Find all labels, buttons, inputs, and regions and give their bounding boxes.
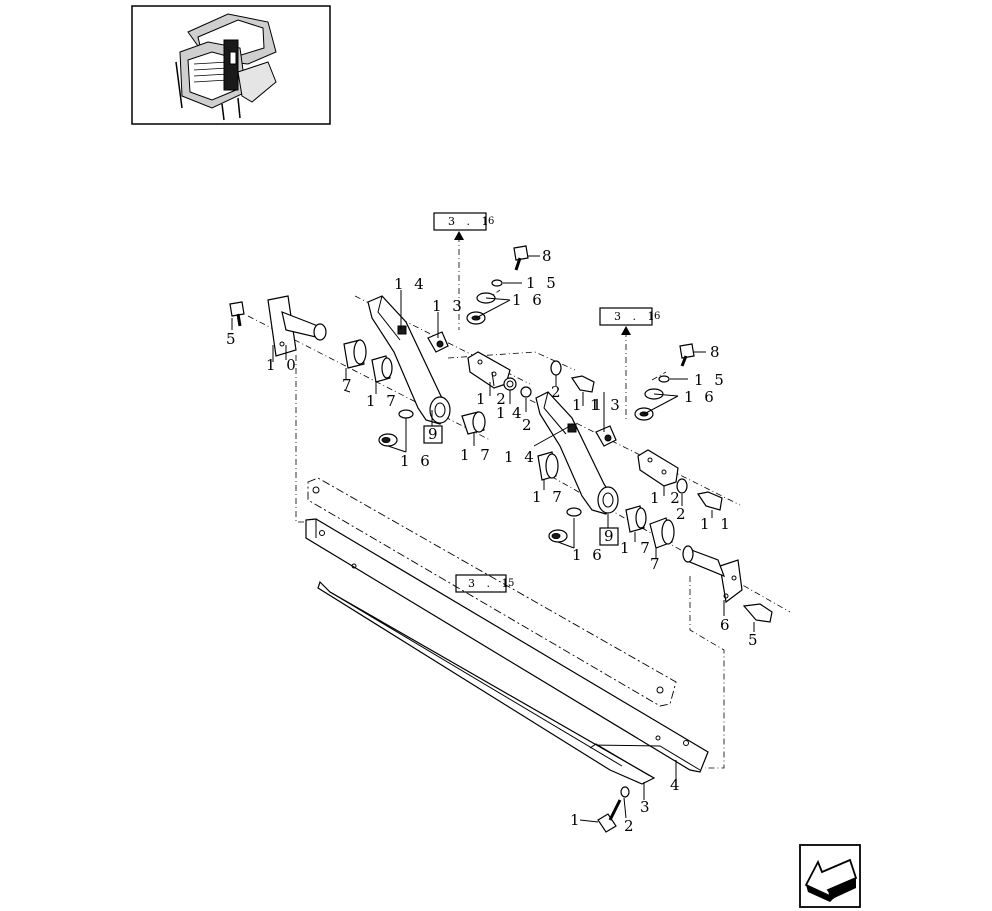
callout-4-bar: 4: [670, 776, 683, 794]
callout-5-left: 5: [226, 330, 239, 348]
main-bar[interactable]: [305, 518, 709, 773]
callout-14-right: 1 4: [504, 448, 537, 466]
callout-12-right: 1 2: [650, 489, 683, 507]
callout-8-top: 8: [542, 247, 555, 265]
bolt-right-11[interactable]: [697, 491, 723, 511]
callout-numbers: 1 4 1 3 8 1 5 1 6 5 1 0 7 1 7 1 6 1 7 1 …: [226, 247, 761, 835]
callout-1-center: 1: [496, 404, 509, 422]
reference-box-3-16-top[interactable]: 3 . 1 6: [433, 212, 494, 231]
callout-2-center: 2: [551, 383, 564, 401]
reference-suffix: 6: [488, 216, 494, 227]
lower-angle-bar[interactable]: [317, 580, 656, 785]
callout-7-left: 7: [342, 376, 355, 394]
washer-left-16[interactable]: [378, 409, 414, 447]
reference-suffix: 5: [508, 578, 514, 589]
callout-leaders: [231, 255, 755, 823]
reference-label: 3 . 1: [448, 215, 493, 228]
bushing-right-17a[interactable]: [537, 451, 559, 481]
back-arrow-icon: [804, 858, 858, 902]
washer-right-16[interactable]: [548, 507, 582, 543]
callout-8-right: 8: [710, 343, 723, 361]
callout-13-left: 1 3: [432, 297, 465, 315]
callout-2-center-b: 2: [522, 416, 535, 434]
reference-box-3-16-right[interactable]: 3 . 1 6: [599, 307, 660, 326]
callout-17-right-b: 1 7: [620, 539, 653, 557]
callout-10: 1 0: [266, 356, 299, 374]
callout-17-right-a: 1 7: [532, 488, 565, 506]
leader-lines: [454, 231, 631, 420]
locator-thumbnail: [131, 5, 331, 125]
reference-label: 3 . 1: [614, 310, 659, 323]
bushing-right-17b[interactable]: [625, 505, 647, 533]
callout-16-left: 1 6: [400, 452, 433, 470]
callout-3: 3: [640, 798, 653, 816]
washer-right-2[interactable]: [676, 478, 688, 494]
callout-17-mid: 1 7: [460, 446, 493, 464]
nut-left-13[interactable]: [427, 331, 449, 353]
callout-16-right-b: 1 6: [572, 546, 605, 564]
right-bracket[interactable]: [682, 545, 743, 604]
washer-top-15[interactable]: [491, 279, 503, 287]
svg-text:9: 9: [428, 425, 441, 443]
bushing-left-a[interactable]: [343, 339, 367, 369]
bolt-top-8[interactable]: [513, 245, 529, 271]
reference-suffix: 6: [654, 311, 660, 322]
clamp-right-16[interactable]: [634, 388, 664, 421]
nut-right-13[interactable]: [595, 425, 617, 447]
callout-14-left: 1 4: [394, 275, 427, 293]
callout-1-bottom: 1: [570, 811, 583, 829]
callout-13-right: 1 3: [590, 396, 623, 414]
left-bracket[interactable]: [267, 295, 327, 357]
washer-center-2[interactable]: [550, 360, 562, 376]
callout-12-center: 1 2: [476, 390, 509, 408]
callout-17-left: 1 7: [366, 392, 399, 410]
callout-11-right: 1 1: [700, 515, 733, 533]
bolt-bottom-1[interactable]: [597, 799, 622, 833]
link-right[interactable]: [637, 449, 679, 487]
callout-9-right-box: 9: [599, 527, 619, 546]
callout-9-left-box: 9: [423, 425, 443, 444]
washer-right-15[interactable]: [658, 375, 670, 383]
svg-text:9: 9: [604, 527, 617, 545]
bushing-left-b[interactable]: [371, 355, 393, 383]
callout-6: 6: [720, 616, 733, 634]
arm-left[interactable]: [367, 295, 451, 425]
callout-15-right: 1 5: [694, 371, 727, 389]
callout-2-bottom: 2: [624, 817, 637, 835]
bolt-right-5[interactable]: [742, 603, 773, 623]
bolt-right-8[interactable]: [679, 343, 695, 367]
bushing-right-7[interactable]: [649, 517, 675, 549]
clamp-top-16[interactable]: [466, 292, 496, 325]
callout-5-right: 5: [748, 631, 761, 649]
callout-11-center: 1 1: [572, 396, 605, 414]
callout-2-right: 2: [676, 505, 689, 523]
callout-16-right: 1 6: [684, 388, 717, 406]
reference-box-3-15[interactable]: 3 . 1 5: [455, 574, 514, 593]
back-navigation-button[interactable]: [799, 844, 861, 908]
callout-15-top: 1 5: [526, 274, 559, 292]
callout-4-center: 4: [512, 404, 525, 422]
reference-label: 3 . 1: [468, 577, 513, 590]
washer-bottom-2[interactable]: [620, 786, 630, 798]
bolt-center-11[interactable]: [571, 375, 595, 393]
callout-16-top: 1 6: [512, 291, 545, 309]
ghost-bar-outline: [307, 477, 677, 707]
bolt-left[interactable]: [229, 301, 245, 327]
arm-right[interactable]: [535, 391, 619, 515]
link-center[interactable]: [467, 351, 511, 389]
bushing-mid-17[interactable]: [461, 411, 486, 435]
callout-7-right: 7: [650, 555, 663, 573]
